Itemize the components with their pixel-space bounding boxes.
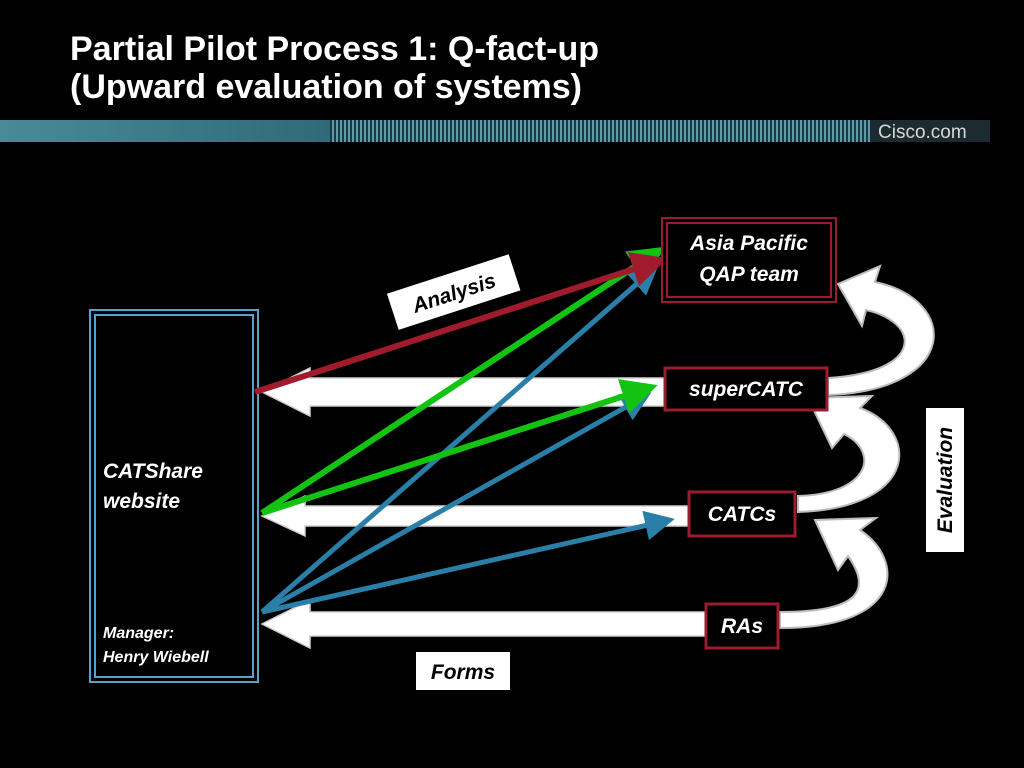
cisco-logo-text: Cisco.com	[878, 122, 967, 143]
loop-arrow-catcs-to-supercatc	[797, 394, 901, 514]
forms-tag-text: Forms	[431, 661, 495, 684]
blue-arrow-to-catcs	[261, 510, 675, 615]
title-line-2: (Upward evaluation of systems)	[70, 68, 583, 106]
evaluation-tag-text: Evaluation	[934, 427, 957, 533]
website-name-line-2: website	[103, 490, 180, 513]
green-arrows	[260, 246, 666, 516]
manager-name: Henry Wiebell	[103, 649, 209, 666]
blue-arrow-to-asia	[260, 264, 659, 614]
evaluation-tag: Evaluation	[926, 408, 964, 552]
website-name-line-1: CATShare	[103, 460, 203, 483]
node-supercatc: superCATC	[663, 366, 829, 412]
node-asia-pacific-qap-team: Asia Pacific QAP team	[661, 217, 837, 303]
return-arrow-ras	[260, 598, 709, 650]
catshare-website-box: CATShare website Manager: Henry Wiebell	[89, 309, 259, 683]
green-arrow-to-asia	[260, 246, 666, 516]
node-ras: RAs	[704, 602, 780, 650]
supercatc-label: superCATC	[689, 378, 804, 401]
title-line-1: Partial Pilot Process 1: Q-fact-up	[70, 30, 600, 68]
loop-arrow-ras-to-catcs	[779, 516, 889, 630]
evaluation-loop	[779, 264, 935, 630]
return-arrow-supercatc	[260, 366, 667, 418]
asia-label-line-2: QAP team	[699, 263, 799, 286]
forms-return-arrows	[260, 366, 709, 650]
blue-arrows	[260, 264, 675, 615]
asia-label-line-1: Asia Pacific	[689, 232, 808, 255]
header-bar	[0, 120, 990, 142]
blue-arrow-to-supercatc	[260, 392, 652, 615]
slide-title: Partial Pilot Process 1: Q-fact-up (Upwa…	[70, 30, 599, 106]
green-arrow-to-supercatc	[261, 379, 658, 516]
forms-tag: Forms	[416, 652, 510, 690]
analysis-arrow	[254, 252, 668, 395]
return-arrow-catcs	[260, 494, 691, 538]
loop-arrow-supercatc-to-asia	[827, 264, 935, 397]
node-catcs: CATCs	[687, 490, 797, 538]
catcs-label: CATCs	[708, 503, 776, 526]
ras-label: RAs	[721, 615, 763, 638]
manager-label: Manager:	[103, 625, 174, 642]
analysis-tag: Analysis	[386, 254, 521, 330]
